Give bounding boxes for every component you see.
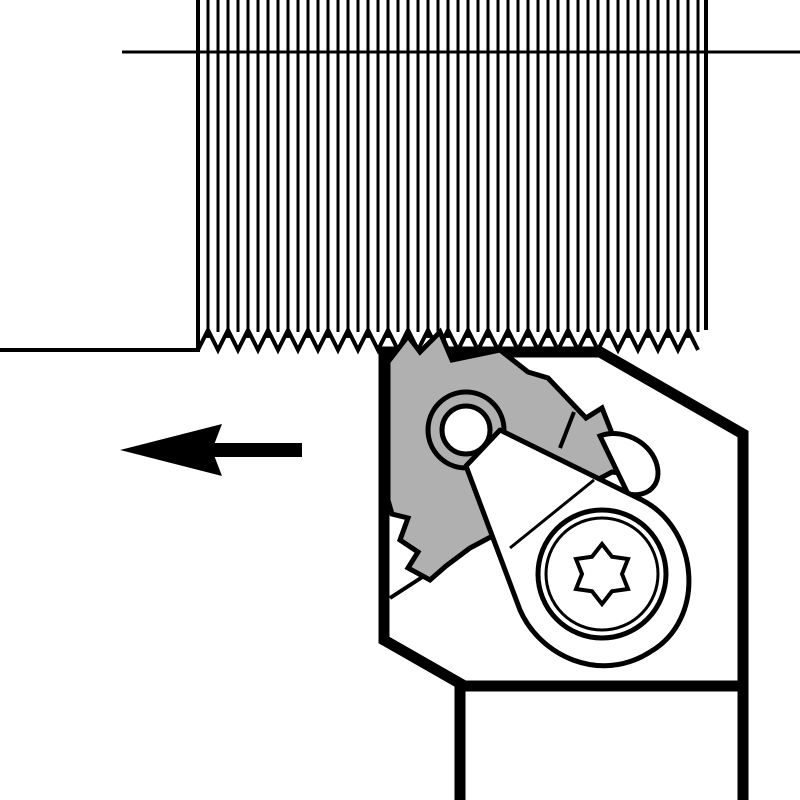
tool-shank: [454, 680, 749, 800]
clamp-arm: [463, 427, 692, 669]
torx-icon: [573, 540, 631, 608]
shank-body: [454, 680, 749, 800]
clamp-detail-line: [509, 478, 595, 550]
workpiece: [0, 0, 800, 355]
thread-lines: [206, 0, 700, 338]
insert-hole: [439, 403, 493, 457]
clamp-screw-inner: [544, 516, 660, 632]
arrow-left-icon: [120, 424, 302, 476]
lobe-shape: [596, 431, 661, 498]
insert-edge-line: [558, 411, 576, 449]
clamp-lobe: [596, 431, 661, 498]
